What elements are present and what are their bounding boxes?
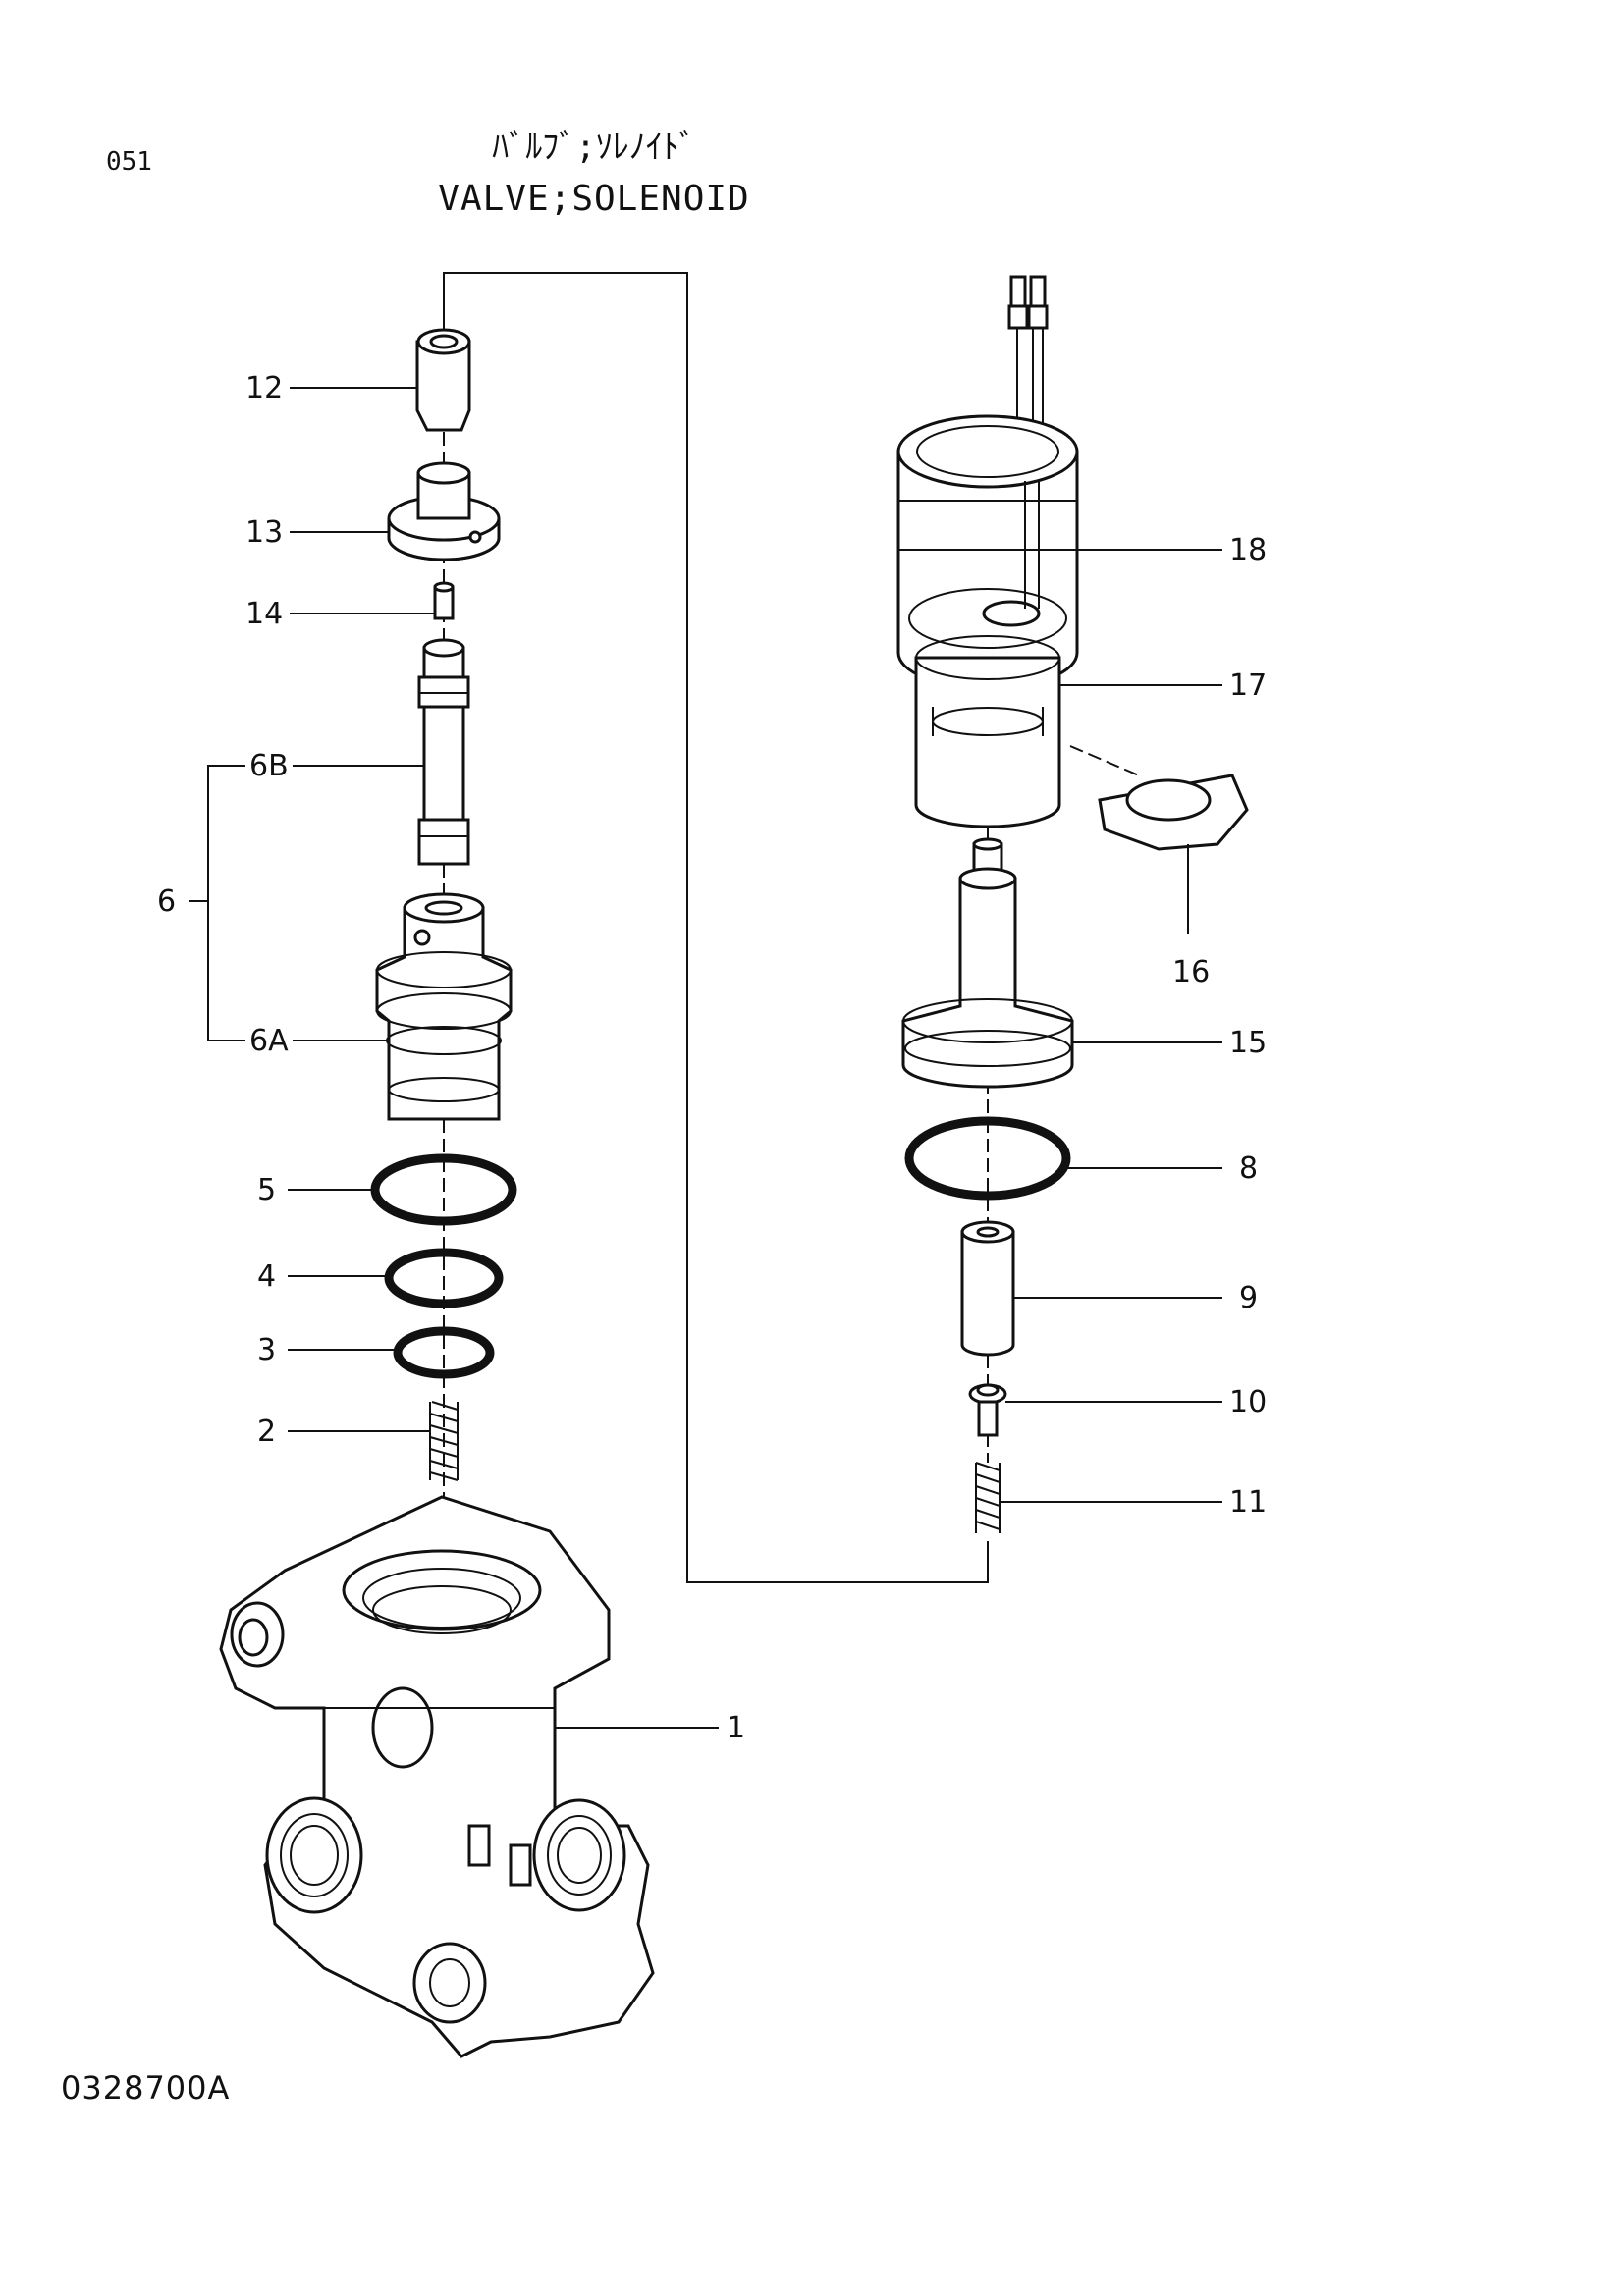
callout-14: 14	[245, 597, 283, 631]
part-8-o-ring	[904, 1116, 1071, 1201]
callout-1: 1	[727, 1711, 745, 1745]
callout-11: 11	[1229, 1485, 1267, 1520]
part-2-spring	[429, 1401, 459, 1481]
part-4-o-ring	[384, 1248, 504, 1308]
callout-5: 5	[257, 1173, 276, 1207]
part-10-poppet	[968, 1383, 1007, 1437]
callout-4: 4	[257, 1259, 276, 1294]
part-14-pin	[433, 581, 455, 620]
callout-13: 13	[245, 515, 283, 550]
part-17-housing	[914, 635, 1061, 828]
part-6a-sleeve	[375, 892, 513, 1121]
assembly-connector-line	[443, 272, 989, 1583]
callout-6: 6	[157, 884, 176, 919]
callout-10: 10	[1229, 1385, 1267, 1419]
callout-6a: 6A	[249, 1024, 289, 1058]
part-1-valve-body	[219, 1495, 655, 2058]
callout-3: 3	[257, 1333, 276, 1367]
leader-lines	[189, 387, 1222, 1729]
callout-2: 2	[257, 1415, 276, 1449]
part-13-flange	[387, 461, 501, 561]
part-18-solenoid-coil	[896, 275, 1079, 690]
drawing-number: 0328700A	[61, 2069, 231, 2107]
part-15-core-tube	[901, 837, 1074, 1089]
callout-6b: 6B	[249, 749, 289, 783]
part-3-o-ring	[393, 1326, 495, 1379]
callout-16: 16	[1172, 955, 1210, 989]
callout-9: 9	[1239, 1281, 1258, 1315]
callout-8: 8	[1239, 1151, 1258, 1186]
callout-15: 15	[1229, 1026, 1267, 1060]
part-6b-spool	[417, 638, 470, 866]
page-number: 051	[106, 147, 152, 177]
part-11-spring	[975, 1462, 1001, 1533]
title-japanese: ﾊﾞﾙﾌﾞ;ｿﾚﾉｲﾄﾞ	[492, 128, 696, 167]
part-12-plug	[415, 328, 471, 432]
part-9-sleeve	[960, 1220, 1015, 1357]
part-16-washer	[1069, 745, 1249, 851]
title-english: VALVE;SOLENOID	[438, 179, 750, 219]
callout-17: 17	[1229, 668, 1267, 703]
callout-12: 12	[245, 371, 283, 405]
callout-18: 18	[1229, 533, 1267, 567]
